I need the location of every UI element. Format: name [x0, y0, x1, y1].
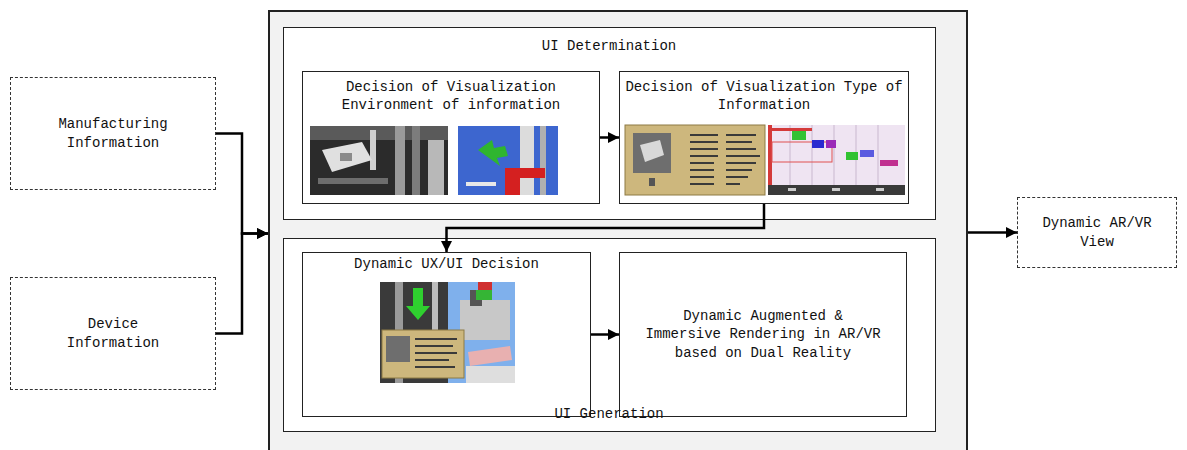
step-box: Decision of Visualization Environment of…	[302, 71, 600, 204]
step-box: Dynamic UX/UI Decision	[302, 252, 591, 417]
input-label: Device Information	[43, 315, 183, 351]
output-label: Dynamic AR/VR View	[1032, 214, 1162, 250]
step-box: Decision of Visualization Type of Inform…	[619, 71, 909, 204]
step-label: Decision of Visualization Type of Inform…	[623, 78, 905, 114]
step-label: Decision of Visualization Environment of…	[321, 78, 581, 114]
flow-arrow	[216, 134, 268, 234]
module-title: UI Generation	[554, 405, 663, 423]
module-title: UI Determination	[542, 37, 676, 55]
step-label: Dynamic UX/UI Decision	[354, 255, 539, 273]
input-box: Device Information	[10, 277, 216, 390]
flow-arrow	[216, 234, 268, 334]
flow-arrow	[968, 231, 1017, 234]
output-box: Dynamic AR/VR View	[1017, 197, 1177, 268]
module-panel: UI Generation Dynamic UX/UI DecisionDynam…	[283, 238, 936, 432]
module-panel: UI DeterminationDecision of Visualizatio…	[283, 27, 936, 220]
step-box: Dynamic Augmented & Immersive Rendering …	[619, 252, 907, 417]
step-label: Dynamic Augmented & Immersive Rendering …	[643, 307, 883, 362]
input-box: Manufacturing Information	[10, 77, 216, 190]
input-label: Manufacturing Information	[43, 115, 183, 151]
system-frame: UI DeterminationDecision of Visualizatio…	[268, 10, 968, 450]
